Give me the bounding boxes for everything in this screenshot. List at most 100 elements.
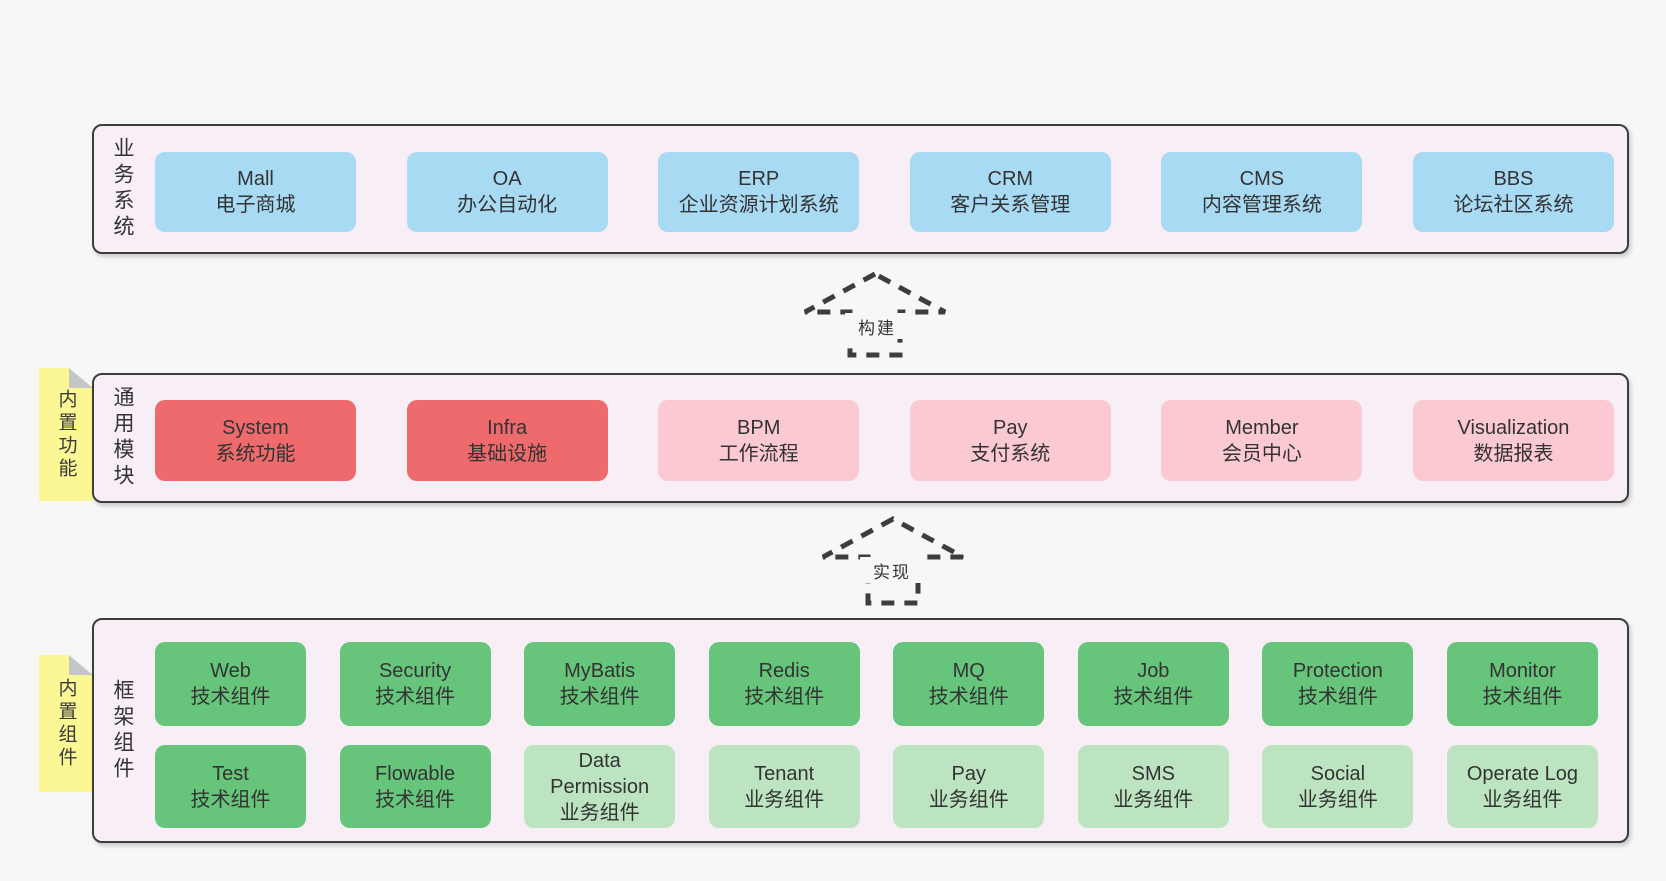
box-system: System 系统功能 <box>155 400 356 481</box>
dashed-up-arrow-build <box>803 271 947 358</box>
box-subtitle: 业务组件 <box>928 788 1009 811</box>
box-subtitle: 数据报表 <box>1473 442 1554 465</box>
box-subtitle: 论坛社区系统 <box>1453 194 1574 216</box>
folded-corner-icon <box>69 655 93 675</box>
band-common-modules: 通用模块 System 系统功能 Infra 基础设施 BPM 工作流程 Pay 支付系统 Me… <box>92 373 1629 503</box>
box-monitor: Monitor 技术组件 <box>1446 642 1598 726</box>
box-title: MQ <box>952 660 985 682</box>
box-infra: Infra 基础设施 <box>406 400 608 481</box>
box-subtitle: 系统功能 <box>215 442 296 465</box>
box-data-permission: Data Permission 业务组件 <box>524 745 676 828</box>
box-title: Monitor <box>1489 660 1556 682</box>
box-subtitle: 支付系统 <box>970 442 1051 465</box>
box-title: Protection <box>1292 660 1383 682</box>
box-title: Redis <box>758 660 810 682</box>
box-subtitle: 业务组件 <box>1297 788 1378 811</box>
box-subtitle: 基础设施 <box>467 442 548 465</box>
box-subtitle: 内容管理系统 <box>1201 194 1322 216</box>
box-title: BBS <box>1493 168 1534 190</box>
folded-corner-icon <box>69 368 93 388</box>
box-title: BPM <box>737 416 781 439</box>
box-mybatis: MyBatis 技术组件 <box>524 642 676 726</box>
box-subtitle: 业务组件 <box>744 788 825 811</box>
box-bbs: BBS 论坛社区系统 <box>1412 152 1614 232</box>
box-pay: Pay 业务组件 <box>893 745 1045 828</box>
box-title: Data Permission <box>550 749 650 798</box>
box-title: Pay <box>993 416 1028 439</box>
dashed-up-arrow-implement <box>821 516 965 606</box>
box-title: Visualization <box>1457 416 1570 439</box>
box-subtitle: 办公自动化 <box>457 194 558 216</box>
box-erp: ERP 企业资源计划系统 <box>658 152 860 232</box>
box-title: OA <box>492 168 522 190</box>
box-subtitle: 客户关系管理 <box>950 194 1071 216</box>
band-title-common-modules: 通用模块 <box>111 386 134 490</box>
box-title: MyBatis <box>564 660 636 682</box>
box-tenant: Tenant 业务组件 <box>708 745 860 828</box>
box-test: Test 技术组件 <box>155 745 306 828</box>
box-security: Security 技术组件 <box>339 642 491 726</box>
sticky-note-built-in-components: 内置组件 <box>39 655 93 792</box>
box-subtitle: 技术组件 <box>1482 686 1563 708</box>
box-title: Flowable <box>375 762 456 785</box>
box-pay: Pay 支付系统 <box>909 400 1111 481</box>
box-title: Security <box>378 660 452 682</box>
box-bpm: BPM 工作流程 <box>658 400 860 481</box>
box-title: Tenant <box>754 762 815 785</box>
box-mq: MQ 技术组件 <box>893 642 1045 726</box>
box-subtitle: 技术组件 <box>1297 686 1378 708</box>
box-subtitle: 技术组件 <box>190 686 271 708</box>
sticky-note-built-in-features: 内置功能 <box>39 368 93 501</box>
box-protection: Protection 技术组件 <box>1262 642 1414 726</box>
box-social: Social 业务组件 <box>1262 745 1414 828</box>
box-title: ERP <box>738 168 780 190</box>
box-oa: OA 办公自动化 <box>406 152 608 232</box>
box-title: Pay <box>951 762 986 785</box>
box-member: Member 会员中心 <box>1161 400 1363 481</box>
sticky-label: 内置功能 <box>55 388 77 481</box>
box-subtitle: 业务组件 <box>559 801 640 824</box>
common-modules-row: System 系统功能 Infra 基础设施 BPM 工作流程 Pay 支付系统 Member 会… <box>155 400 1614 481</box>
box-job: Job 技术组件 <box>1077 642 1229 726</box>
box-mall: Mall 电子商城 <box>155 152 356 232</box>
box-title: Operate Log <box>1466 762 1579 785</box>
box-subtitle: 技术组件 <box>375 686 456 708</box>
box-title: CRM <box>987 168 1034 190</box>
arrow-label-implement: 实现 <box>860 557 924 583</box>
box-title: Member <box>1225 416 1299 439</box>
box-title: Social <box>1310 762 1366 785</box>
box-title: Test <box>212 762 249 785</box>
arrow-label-build: 构建 <box>845 313 909 339</box>
box-subtitle: 会员中心 <box>1221 442 1302 465</box>
box-subtitle: 企业资源计划系统 <box>678 194 839 216</box>
box-flowable: Flowable 技术组件 <box>339 745 491 828</box>
band-title-framework-components: 框架组件 <box>111 678 134 783</box>
box-visualization: Visualization 数据报表 <box>1412 400 1614 481</box>
box-title: System <box>222 416 289 439</box>
box-operate-log: Operate Log 业务组件 <box>1446 745 1598 828</box>
box-subtitle: 技术组件 <box>744 686 825 708</box>
box-title: Infra <box>487 416 528 439</box>
box-subtitle: 工作流程 <box>718 442 799 465</box>
box-subtitle: 技术组件 <box>1113 686 1194 708</box>
sticky-label: 内置组件 <box>55 677 77 770</box>
box-subtitle: 技术组件 <box>190 788 271 811</box>
box-subtitle: 技术组件 <box>928 686 1009 708</box>
box-subtitle: 电子商城 <box>215 194 296 216</box>
box-subtitle: 技术组件 <box>559 686 640 708</box>
box-title: Job <box>1137 660 1170 682</box>
box-subtitle: 业务组件 <box>1482 788 1563 811</box>
box-title: Mall <box>237 168 274 190</box>
box-title: SMS <box>1131 762 1175 785</box>
box-subtitle: 技术组件 <box>375 788 456 811</box>
box-redis: Redis 技术组件 <box>708 642 860 726</box>
